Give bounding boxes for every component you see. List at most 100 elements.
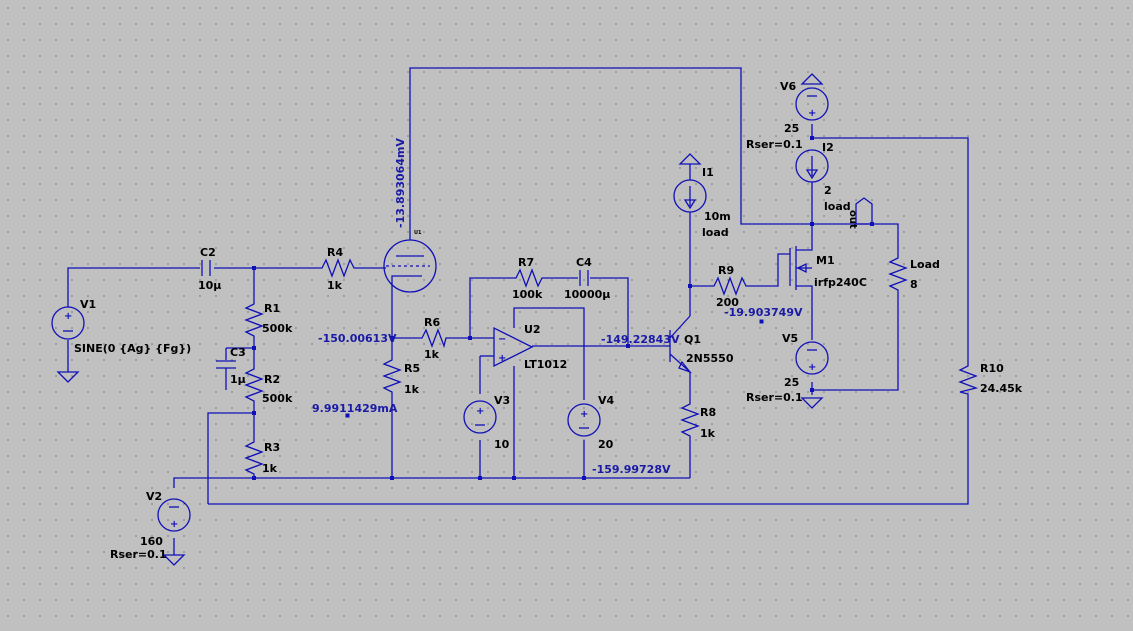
i2-name: I2 — [822, 141, 834, 154]
v1-source[interactable]: + — [51, 306, 85, 340]
v4-name: V4 — [598, 394, 615, 407]
v6-value: 25 — [784, 122, 799, 135]
u2-value: LT1012 — [524, 358, 567, 371]
c4-capacitor[interactable] — [579, 270, 589, 286]
r3-value: 1k — [262, 462, 278, 475]
v5-value: 25 — [784, 376, 799, 389]
r4-name: R4 — [327, 246, 343, 259]
v5-name: V5 — [782, 332, 798, 345]
i2-value: 2 — [824, 184, 832, 197]
tube-triode[interactable] — [383, 239, 437, 293]
c3-value: 1µ — [230, 373, 246, 386]
q1-name: Q1 — [684, 333, 701, 346]
c4-value: 10000µ — [564, 288, 610, 301]
r5-resistor[interactable] — [382, 355, 402, 398]
r8-name: R8 — [700, 406, 716, 419]
r6-name: R6 — [424, 316, 440, 329]
r1-name: R1 — [264, 302, 280, 315]
v1-value: SINE(0 {Ag} {Fg}) — [74, 342, 191, 355]
r1-value: 500k — [262, 322, 293, 335]
v1-name: V1 — [80, 298, 96, 311]
i1-value: 10m — [704, 210, 731, 223]
r10-value: 24.45k — [980, 382, 1023, 395]
svg-text:+: + — [64, 311, 72, 322]
svg-text:−: − — [498, 334, 506, 345]
tube-name: U1 — [414, 230, 422, 236]
c2-capacitor[interactable] — [201, 260, 211, 276]
plate-voltage-label: -13.893064mV — [394, 138, 407, 228]
r2-resistor[interactable] — [244, 365, 264, 405]
svg-text:+: + — [476, 406, 484, 417]
v6-rser: Rser=0.1 — [746, 138, 803, 151]
r9-resistor[interactable] — [710, 276, 748, 296]
r5-current-label: 9.9911429mA — [312, 402, 398, 415]
i2-current-source[interactable] — [795, 149, 829, 183]
q1-value: 2N5550 — [686, 352, 734, 365]
m1-value: irfp240C — [814, 276, 867, 289]
i1-current-source[interactable] — [673, 153, 707, 228]
ground-symbol-v1 — [56, 371, 80, 383]
v5-rser: Rser=0.1 — [746, 391, 803, 404]
out-net-flag[interactable]: out — [847, 197, 873, 229]
v3-source[interactable]: + — [463, 400, 497, 434]
r4-value: 1k — [327, 279, 343, 292]
load-value: 8 — [910, 278, 918, 291]
ground-symbol-v2 — [162, 554, 186, 566]
r7-value: 100k — [512, 288, 543, 301]
r3-resistor[interactable] — [244, 438, 264, 478]
r5-value: 1k — [404, 383, 420, 396]
v2-source[interactable]: + — [157, 498, 191, 532]
gate-voltage-label: -19.903749V — [724, 306, 803, 319]
v4-value: 20 — [598, 438, 614, 451]
load-name: Load — [910, 258, 940, 271]
neg-rail-label: -159.99728V — [592, 463, 671, 476]
m1-name: M1 — [816, 254, 835, 267]
v4-source[interactable]: + — [567, 403, 601, 437]
v5-source[interactable]: + — [795, 341, 829, 409]
r2-value: 500k — [262, 392, 293, 405]
svg-text:+: + — [808, 362, 816, 373]
v6-name: V6 — [780, 80, 797, 93]
svg-text:+: + — [170, 519, 178, 530]
r8-resistor[interactable] — [680, 398, 700, 442]
node-annotations: -13.893064mV -150.00613V 9.9911429mA -14… — [312, 138, 803, 476]
r6-resistor[interactable] — [418, 328, 448, 349]
r1-resistor[interactable] — [244, 300, 264, 340]
load-resistor[interactable] — [888, 252, 908, 292]
i1-extra: load — [702, 226, 729, 239]
svg-text:+: + — [580, 409, 588, 420]
c3-capacitor[interactable] — [216, 348, 236, 382]
v2-value: 160 — [140, 535, 163, 548]
r4-resistor[interactable] — [318, 258, 356, 278]
i1-name: I1 — [702, 166, 714, 179]
svg-text:+: + — [498, 353, 506, 364]
wires — [67, 67, 969, 555]
c2-value: 10µ — [198, 279, 221, 292]
r3-name: R3 — [264, 441, 280, 454]
r9-name: R9 — [718, 264, 734, 277]
r7-resistor[interactable] — [512, 268, 546, 288]
c4-name: C4 — [576, 256, 592, 269]
r7-name: R7 — [518, 256, 534, 269]
component-labels: V1 SINE(0 {Ag} {Fg}) C2 10µ R1 500k C3 1… — [74, 80, 1023, 561]
r8-value: 1k — [700, 427, 716, 440]
opamp-output-label: -149.22843V — [601, 333, 680, 346]
i2-extra: load — [824, 200, 851, 213]
v2-rser: Rser=0.1 — [110, 548, 167, 561]
r2-name: R2 — [264, 373, 280, 386]
r9-value: 200 — [716, 296, 739, 309]
u2-name: U2 — [524, 323, 541, 336]
r5-name: R5 — [404, 362, 420, 375]
v6-source[interactable]: + — [795, 73, 829, 121]
m1-mosfet[interactable] — [789, 238, 813, 292]
c3-name: C3 — [230, 346, 246, 359]
q1-transistor[interactable] — [665, 315, 692, 374]
r10-resistor[interactable] — [958, 362, 979, 396]
opamp-u2[interactable]: − + — [493, 326, 534, 368]
svg-text:+: + — [808, 108, 816, 119]
cathode-voltage-label: -150.00613V — [318, 332, 397, 345]
r6-value: 1k — [424, 348, 440, 361]
r10-name: R10 — [980, 362, 1004, 375]
